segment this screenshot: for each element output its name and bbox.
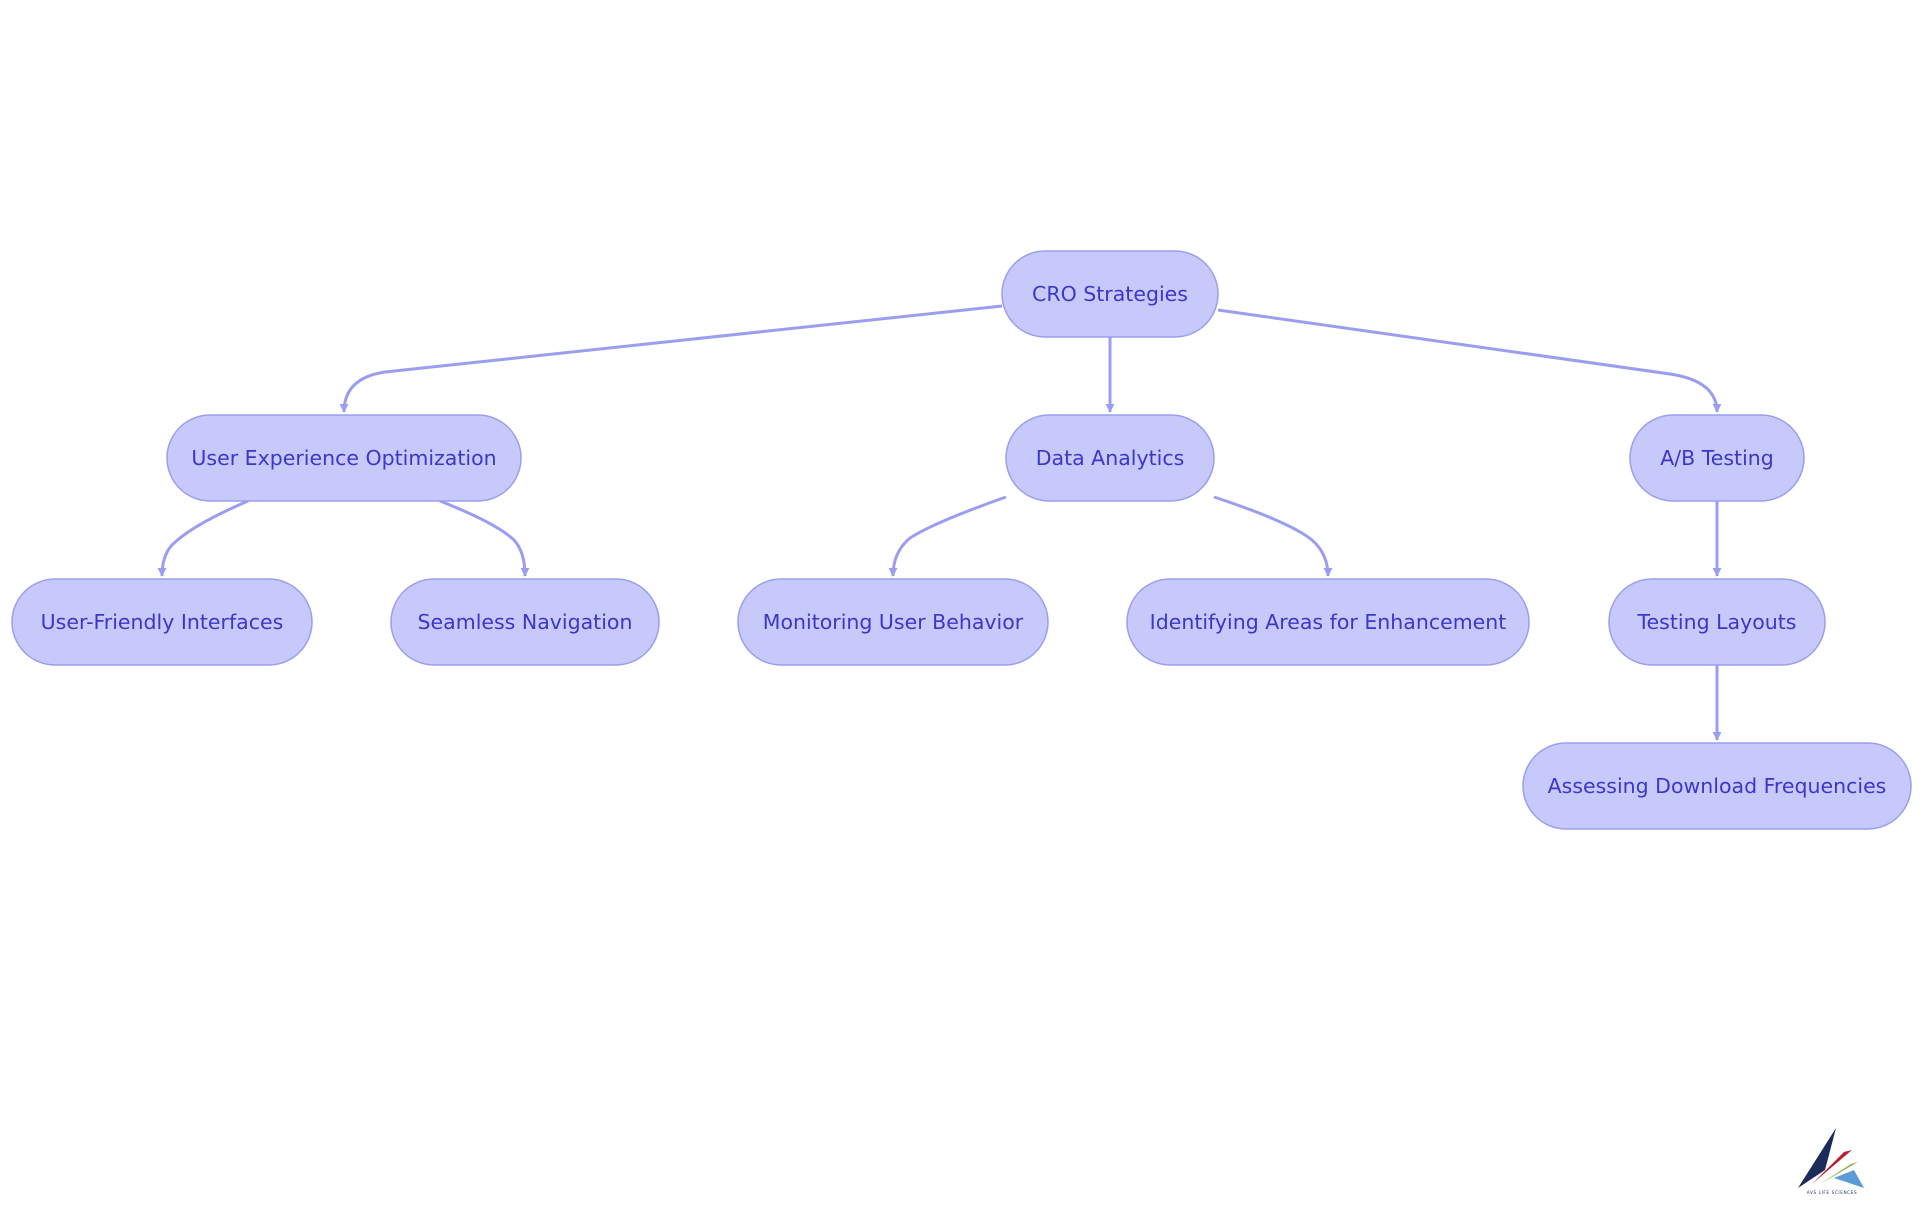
node-label: User-Friendly Interfaces [41,610,284,634]
node-ux: User Experience Optimization [166,414,522,502]
edge-ux-ufi [157,499,249,577]
node-shape [737,578,1049,666]
node-iae: Identifying Areas for Enhancement [1126,578,1530,666]
node-adf: Assessing Download Frequencies [1522,742,1912,830]
logo-text: AVS LIFE SCIENCES [1807,1190,1857,1195]
company-logo: AVS LIFE SCIENCES [1798,1128,1864,1195]
edge-cro-ab [1217,308,1722,413]
edge-da-mub [888,495,1007,577]
node-ufi: User-Friendly Interfaces [11,578,313,666]
node-label: Identifying Areas for Enhancement [1150,610,1507,634]
edges-layer [157,304,1722,741]
node-da: Data Analytics [1005,414,1215,502]
mountain-peaks-logo-icon [1798,1128,1864,1188]
node-shape [1629,414,1805,502]
node-label: Data Analytics [1036,446,1185,470]
node-shape [166,414,522,502]
node-shape [1126,578,1530,666]
edge-cro-ux [339,304,1003,413]
node-shape [390,578,660,666]
node-tl: Testing Layouts [1608,578,1826,666]
node-cro: CRO Strategies [1001,250,1219,338]
node-label: Assessing Download Frequencies [1548,774,1887,798]
node-label: User Experience Optimization [191,446,496,470]
node-label: Testing Layouts [1637,610,1797,634]
node-label: CRO Strategies [1032,282,1188,306]
node-shape [1608,578,1826,666]
node-shape [11,578,313,666]
node-label: A/B Testing [1660,446,1774,470]
node-ab: A/B Testing [1629,414,1805,502]
node-shape [1522,742,1912,830]
edge-ux-sn [439,499,530,577]
node-mub: Monitoring User Behavior [737,578,1049,666]
node-shape [1005,414,1215,502]
node-label: Monitoring User Behavior [763,610,1024,634]
node-shape [1001,250,1219,338]
node-sn: Seamless Navigation [390,578,660,666]
edge-da-iae [1213,495,1333,577]
node-label: Seamless Navigation [418,610,633,634]
